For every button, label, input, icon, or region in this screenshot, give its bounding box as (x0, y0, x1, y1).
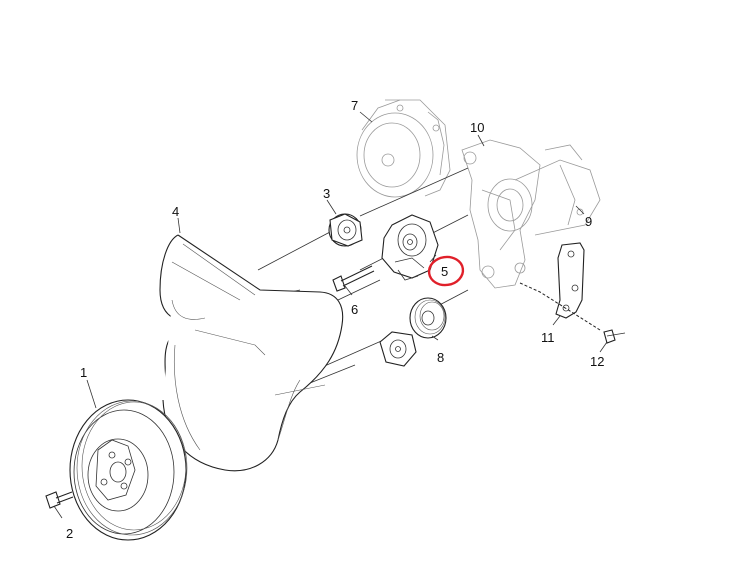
callout-2: 2 (66, 526, 73, 541)
callout-7: 7 (351, 98, 358, 113)
bracket-part-11 (555, 242, 585, 319)
pulley-part-8 (379, 297, 447, 367)
callout-4: 4 (172, 204, 179, 219)
highlight-circle (427, 255, 465, 287)
bolt-part-6 (332, 265, 375, 292)
callout-9: 9 (585, 214, 592, 229)
tensioner-part-5 (381, 214, 439, 281)
bolt-part-2 (45, 491, 74, 509)
leader-lines (53, 111, 608, 519)
ac-compressor-ghost (487, 144, 601, 236)
bracket-leader (519, 282, 601, 331)
callout-12: 12 (590, 354, 604, 369)
callout-8: 8 (437, 350, 444, 365)
crank-pulley-part-1 (69, 399, 188, 541)
water-pump-ghost (356, 99, 451, 198)
mounting-bracket-ghost (461, 139, 541, 289)
idler-pulley-part-3 (328, 213, 363, 247)
callout-5: 5 (441, 264, 448, 279)
callout-10: 10 (470, 120, 484, 135)
bolt-part-12 (603, 329, 626, 344)
serpentine-belt-part-4 (159, 234, 344, 472)
callout-3: 3 (323, 186, 330, 201)
callout-11: 11 (541, 330, 555, 345)
callout-1: 1 (80, 365, 87, 380)
callout-6: 6 (351, 302, 358, 317)
